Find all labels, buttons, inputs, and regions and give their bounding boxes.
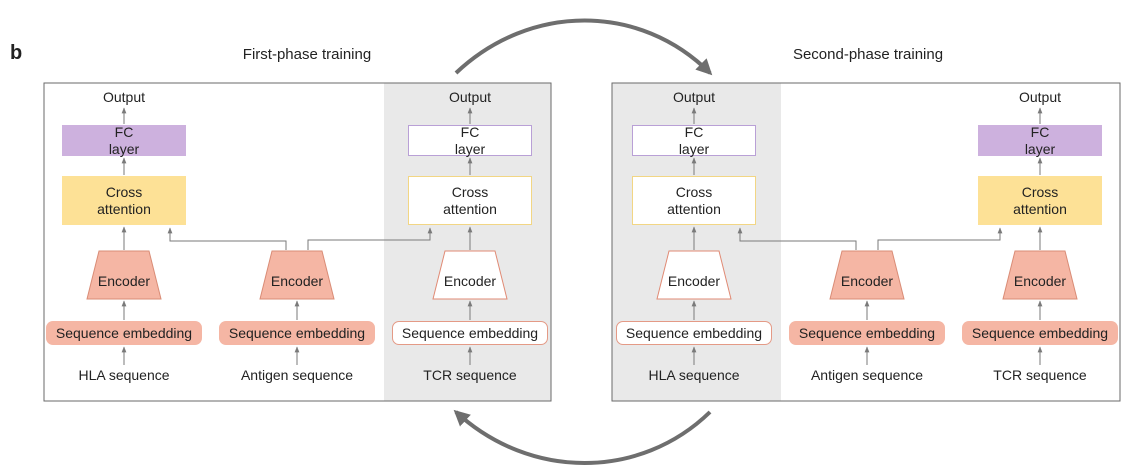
phase-2-col-1-sequence-embedding: Sequence embedding (616, 321, 772, 345)
panel-letter: b (10, 42, 23, 64)
phase-1-connector-antigen-to-right (307, 227, 433, 250)
phase-1-col-1-encoder-label: Encoder (97, 273, 151, 289)
phase-1-col-3-input-label: TCR sequence (423, 367, 517, 383)
phase-2-col-1-output-label: Output (672, 89, 716, 105)
phase-2-col-3-encoder-shape (1002, 250, 1078, 300)
phase-2-col-1-input-label: HLA sequence (648, 367, 740, 383)
phase-2-col-1-encoder-shape (656, 250, 732, 300)
phase-2-title: Second-phase training (792, 46, 944, 63)
phase-1-title: First-phase training (242, 46, 372, 63)
cycle-arrow-bottom (453, 409, 712, 465)
phase-2-col-3-input-label: TCR sequence (993, 367, 1087, 383)
phase-1-col-1-encoder-shape (86, 250, 162, 300)
phase-2-col-2-encoder-shape (829, 250, 905, 300)
phase-2-col-3-sequence-embedding: Sequence embedding (962, 321, 1118, 345)
phase-1-col-1-input-label: HLA sequence (78, 367, 170, 383)
phase-2-connector-antigen-to-left (737, 227, 857, 250)
phase-1-col-1-output-label: Output (102, 89, 146, 105)
phase-2-col-2-input-label: Antigen sequence (810, 367, 924, 383)
phase-1-col-3-encoder-shape (432, 250, 508, 300)
phase-2-col-1-encoder-label: Encoder (667, 273, 721, 289)
phase-2-connector-antigen-to-right (877, 227, 1003, 250)
cycle-arrow-top (454, 18, 713, 76)
phase-1-col-3-output-label: Output (448, 89, 492, 105)
phase-1-col-2-input-label: Antigen sequence (240, 367, 354, 383)
phase-1-col-1-sequence-embedding: Sequence embedding (46, 321, 202, 345)
phase-2-col-3-output-label: Output (1018, 89, 1062, 105)
phase-1-frame (43, 82, 552, 402)
phase-1-col-2-sequence-embedding: Sequence embedding (219, 321, 375, 345)
phase-1-col-3-encoder-label: Encoder (443, 273, 497, 289)
phase-2-col-3-encoder-label: Encoder (1013, 273, 1067, 289)
phase-1-col-3-sequence-embedding: Sequence embedding (392, 321, 548, 345)
phase-2-col-2-sequence-embedding: Sequence embedding (789, 321, 945, 345)
phase-1-col-2-encoder-shape (259, 250, 335, 300)
phase-1-connector-antigen-to-left (167, 227, 287, 250)
phase-2-col-2-encoder-label: Encoder (840, 273, 894, 289)
phase-2-frame (611, 82, 1121, 402)
phase-1-col-2-encoder-label: Encoder (270, 273, 324, 289)
